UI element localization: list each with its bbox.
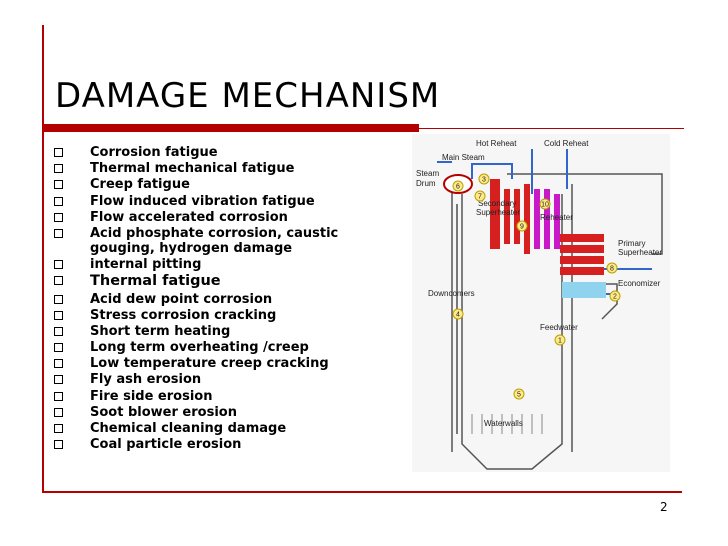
label-steam-drum-1: Steam — [416, 169, 439, 178]
label-feedwater: Feedwater — [540, 323, 578, 332]
square-bullet-icon — [54, 148, 63, 157]
bullet-item: Corrosion fatigue — [52, 145, 352, 160]
label-economizer: Economizer — [618, 279, 661, 288]
bullet-item: Fly ash erosion — [52, 372, 352, 387]
slide-frame-bottom — [42, 491, 682, 493]
slide-frame-left — [42, 25, 44, 493]
bullet-item: Thermal fatigue — [52, 273, 352, 290]
square-bullet-icon — [54, 391, 63, 401]
marker-3: 3 — [478, 173, 490, 185]
page-number: 2 — [660, 500, 668, 514]
marker-2: 2 — [609, 290, 621, 302]
square-bullet-icon — [54, 294, 63, 304]
square-bullet-icon — [54, 359, 63, 369]
bullet-item: Thermal mechanical fatigue — [52, 161, 352, 176]
label-main-steam: Main Steam — [442, 153, 485, 162]
label-secondary-1: Secondary — [478, 199, 516, 208]
square-bullet-icon — [54, 375, 63, 385]
marker-4: 4 — [452, 308, 464, 320]
bullet-item: Coal particle erosion — [52, 437, 352, 452]
square-bullet-icon — [54, 164, 63, 174]
bullet-item: Flow induced vibration fatigue — [52, 194, 352, 209]
label-secondary-2: Superheater — [476, 208, 520, 217]
square-bullet-icon — [54, 180, 63, 190]
bullet-item: Long term overheating /creep — [52, 340, 352, 355]
economizer — [562, 282, 606, 298]
square-bullet-icon — [54, 276, 63, 286]
bullet-item: Fire side erosion — [52, 389, 352, 404]
svg-text:8: 8 — [610, 266, 614, 273]
label-primary-2: Superheater — [618, 248, 662, 257]
bullet-item: Low temperature creep cracking — [52, 356, 352, 371]
label-reheater: Reheater — [540, 213, 573, 222]
square-bullet-icon — [54, 343, 63, 353]
bullet-item: Creep fatigue — [52, 177, 352, 192]
bullet-item: Soot blower erosion — [52, 405, 352, 420]
svg-text:7: 7 — [478, 194, 482, 201]
svg-text:6: 6 — [456, 184, 460, 191]
square-bullet-icon — [54, 228, 63, 238]
square-bullet-icon — [54, 424, 63, 433]
boiler-diagram-svg: Hot Reheat Cold Reheat Main Steam Steam … — [416, 139, 663, 470]
primary-superheater — [560, 234, 604, 275]
label-cold-reheat: Cold Reheat — [544, 139, 589, 148]
label-hot-reheat: Hot Reheat — [476, 139, 517, 148]
svg-text:4: 4 — [456, 312, 460, 319]
svg-text:1: 1 — [558, 338, 562, 345]
square-bullet-icon — [54, 407, 63, 417]
marker-10: 10 — [539, 198, 551, 210]
bullet-item: Acid dew point corrosion — [52, 292, 352, 307]
label-waterwalls: Waterwalls — [484, 419, 523, 428]
reheater — [534, 189, 560, 249]
waterwall-tubes — [471, 414, 543, 434]
bullet-item: Acid phosphate corrosion, caustic gougin… — [52, 226, 352, 256]
label-primary-1: Primary — [618, 239, 646, 248]
square-bullet-icon — [54, 310, 63, 320]
square-bullet-icon — [54, 326, 63, 336]
svg-text:9: 9 — [520, 224, 524, 231]
bullet-item: Stress corrosion cracking — [52, 308, 352, 323]
boiler-diagram: Hot Reheat Cold Reheat Main Steam Steam … — [412, 134, 670, 472]
marker-9: 9 — [516, 220, 528, 232]
svg-text:5: 5 — [517, 392, 521, 399]
bullet-item: Chemical cleaning damage — [52, 421, 352, 436]
label-steam-drum-2: Drum — [416, 179, 436, 188]
svg-text:10: 10 — [541, 202, 549, 209]
marker-1: 1 — [554, 334, 566, 346]
marker-5: 5 — [513, 388, 525, 400]
bullet-item: internal pitting — [52, 257, 352, 272]
bullet-item: Short term heating — [52, 324, 352, 339]
bullet-item: Flow accelerated corrosion — [52, 210, 352, 225]
square-bullet-icon — [54, 212, 63, 222]
square-bullet-icon — [54, 440, 63, 450]
title-rule-accent — [42, 124, 419, 132]
bullet-list: Corrosion fatigue Thermal mechanical fat… — [52, 145, 352, 453]
svg-text:3: 3 — [482, 177, 486, 184]
marker-6: 6 — [452, 180, 464, 192]
secondary-superheater — [490, 179, 530, 254]
marker-7: 7 — [474, 190, 486, 202]
marker-8: 8 — [606, 262, 618, 274]
slide-title: DAMAGE MECHANISM — [55, 76, 441, 116]
square-bullet-icon — [54, 196, 63, 206]
square-bullet-icon — [54, 260, 63, 270]
svg-text:2: 2 — [613, 294, 617, 301]
label-downcomers: Downcomers — [428, 289, 475, 298]
